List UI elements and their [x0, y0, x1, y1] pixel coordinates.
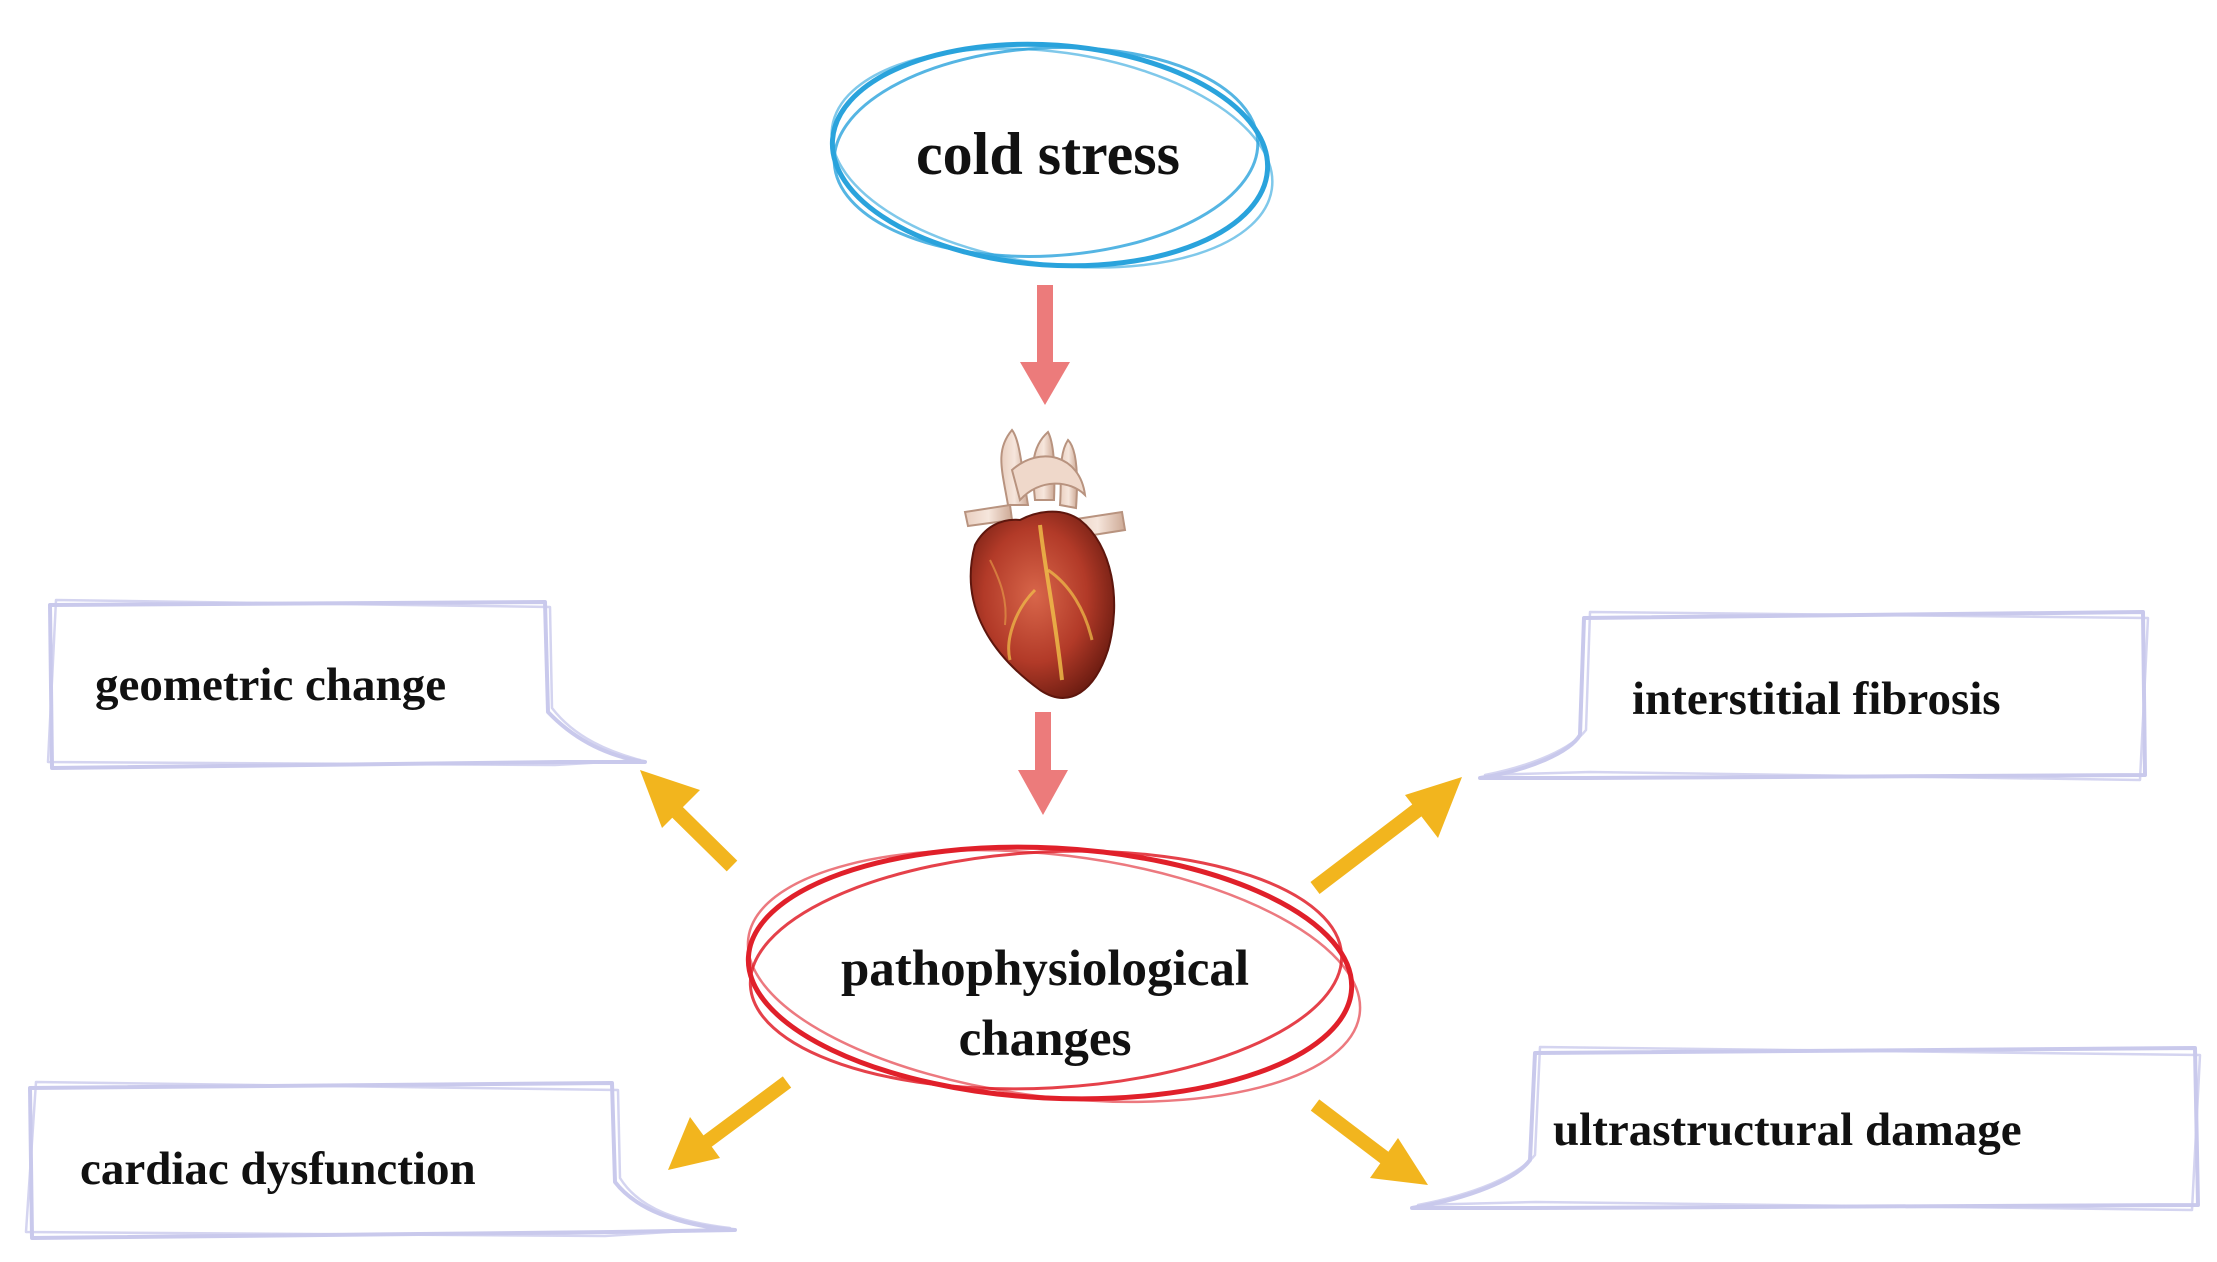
ultrastructural-damage-label: ultrastructural damage	[1553, 1104, 2022, 1156]
pathophysiological-changes-label-line1: pathophysiological	[841, 941, 1249, 997]
cardiac-dysfunction-label: cardiac dysfunction	[80, 1143, 476, 1195]
outcome-geometric-change: geometric change	[46, 598, 738, 872]
interstitial-fibrosis-label: interstitial fibrosis	[1632, 673, 2001, 725]
pathophysiological-changes-node: pathophysiological changes	[745, 844, 1362, 1104]
pathophysiological-changes-label-line2: changes	[959, 1011, 1132, 1067]
callout-box-ultrastructural-damage	[1410, 1045, 2202, 1212]
outcome-arrow-ultrastructural-damage	[1310, 1099, 1428, 1185]
outcome-arrow-interstitial-fibrosis	[1310, 777, 1462, 894]
outcome-arrow-cardiac-dysfunction	[668, 1076, 792, 1170]
cold-stress-node: cold stress	[829, 41, 1274, 269]
outcome-ultrastructural-damage: ultrastructural damage	[1310, 1045, 2202, 1212]
flow-arrow-to-heart	[1020, 285, 1070, 405]
heart-icon	[963, 428, 1127, 699]
callout-box-cardiac-dysfunction	[24, 1080, 737, 1240]
outcome-cardiac-dysfunction: cardiac dysfunction	[24, 1076, 792, 1240]
cold-stress-label: cold stress	[916, 121, 1180, 187]
outcome-interstitial-fibrosis: interstitial fibrosis	[1310, 610, 2150, 894]
callout-box-geometric-change	[46, 598, 647, 770]
callout-box-interstitial-fibrosis	[1478, 610, 2150, 782]
geometric-change-label: geometric change	[95, 659, 446, 711]
flow-arrow-to-hub	[1018, 712, 1068, 815]
pathophysiological-changes-outline	[745, 844, 1362, 1104]
outcome-arrow-geometric-change	[640, 770, 738, 872]
cold-stress-outline	[829, 41, 1274, 269]
